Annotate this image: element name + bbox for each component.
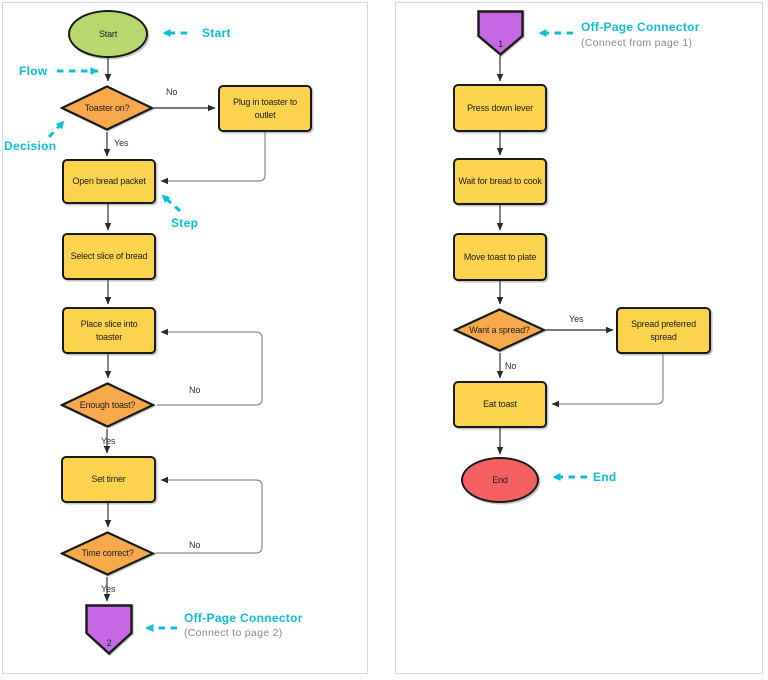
node-eat-toast: Eat toast — [453, 381, 547, 428]
node-select-slice-label: Select slice of bread — [70, 251, 148, 262]
node-press-lever: Press down lever — [453, 84, 547, 132]
annotation-end: End — [593, 470, 617, 484]
edge-label-yes: Yes — [569, 314, 584, 324]
annotation-start: Start — [202, 26, 231, 40]
node-toaster-on-label: Toaster on? — [84, 102, 130, 113]
node-time-correct-label: Time correct? — [81, 548, 134, 559]
annotation-step: Step — [171, 216, 199, 230]
edge-spread-to-eat-toast — [551, 354, 664, 408]
node-select-slice: Select slice of bread — [62, 233, 156, 280]
node-offpage-1-label: 1 — [498, 39, 503, 50]
node-set-timer: Set timer — [61, 456, 156, 503]
node-plug-in-label: Plug in toaster to outlet — [233, 97, 297, 120]
node-wait-bread-label: Wait for bread to cook — [458, 176, 542, 187]
annotation-decision: Decision — [4, 139, 57, 153]
edge-label-no: No — [189, 385, 201, 395]
node-set-timer-label: Set timer — [91, 474, 126, 485]
edge-label-no: No — [189, 540, 201, 550]
edge-label-yes: Yes — [114, 138, 129, 148]
node-offpage-2-label: 2 — [106, 637, 112, 648]
node-place-slice-label: Place slice into toaster — [80, 319, 138, 342]
node-plug-in-toaster: Plug in toaster to outlet — [218, 85, 312, 132]
decision-diamond-shape — [60, 531, 155, 576]
edge-plug-in-to-open-bread — [160, 132, 266, 185]
decision-diamond-shape — [453, 308, 546, 352]
node-spread-preferred-label: Spread preferred spread — [631, 319, 696, 342]
decision-diamond-shape — [60, 382, 155, 428]
edge-label-yes: Yes — [101, 436, 116, 446]
edge-label-no: No — [505, 361, 517, 371]
edge-enough-no-loop-to-place-slice — [157, 328, 263, 406]
annotation-arrow-decision — [47, 119, 66, 139]
node-want-spread-label: Want a spread? — [469, 324, 530, 335]
node-move-toast: Move toast to plate — [453, 233, 547, 281]
node-open-bread-label: Open bread packet — [72, 176, 146, 187]
annotation-offpage-title: Off-Page Connector — [184, 611, 303, 625]
node-end: End — [461, 457, 539, 503]
node-place-slice: Place slice into toaster — [62, 307, 156, 354]
offpage-pentagon-shape — [477, 10, 524, 56]
annotation-offpage-sub: (Connect from page 1) — [581, 37, 693, 49]
offpage-pentagon-shape — [85, 604, 133, 655]
node-want-spread-decision: Want a spread? — [453, 307, 546, 353]
edge-label-no: No — [166, 87, 178, 97]
node-spread-preferred: Spread preferred spread — [616, 307, 711, 354]
annotation-arrow-step — [161, 193, 181, 213]
node-start-label: Start — [98, 28, 117, 39]
node-move-toast-label: Move toast to plate — [463, 251, 537, 262]
annotation-flow: Flow — [19, 64, 48, 78]
node-press-lever-label: Press down lever — [467, 102, 533, 113]
annotation-offpage-title: Off-Page Connector — [581, 20, 700, 34]
node-offpage-connector-2: 2 — [85, 604, 133, 655]
edge-time-no-loop-to-set-timer — [155, 476, 263, 554]
node-eat-toast-label: Eat toast — [483, 399, 517, 410]
decision-diamond-shape — [60, 85, 154, 131]
node-enough-toast-label: Enough toast? — [79, 399, 136, 410]
node-end-label: End — [492, 474, 508, 485]
annotation-offpage-sub: (Connect to page 2) — [184, 627, 283, 639]
node-open-bread-packet: Open bread packet — [62, 159, 156, 204]
edge-label-yes: Yes — [101, 584, 116, 594]
node-enough-toast-decision: Enough toast? — [60, 381, 155, 429]
node-toaster-on-decision: Toaster on? — [60, 84, 154, 132]
node-time-correct-decision: Time correct? — [60, 530, 155, 577]
node-wait-bread: Wait for bread to cook — [453, 158, 547, 205]
node-start: Start — [68, 10, 148, 58]
node-offpage-connector-1: 1 — [477, 10, 524, 56]
